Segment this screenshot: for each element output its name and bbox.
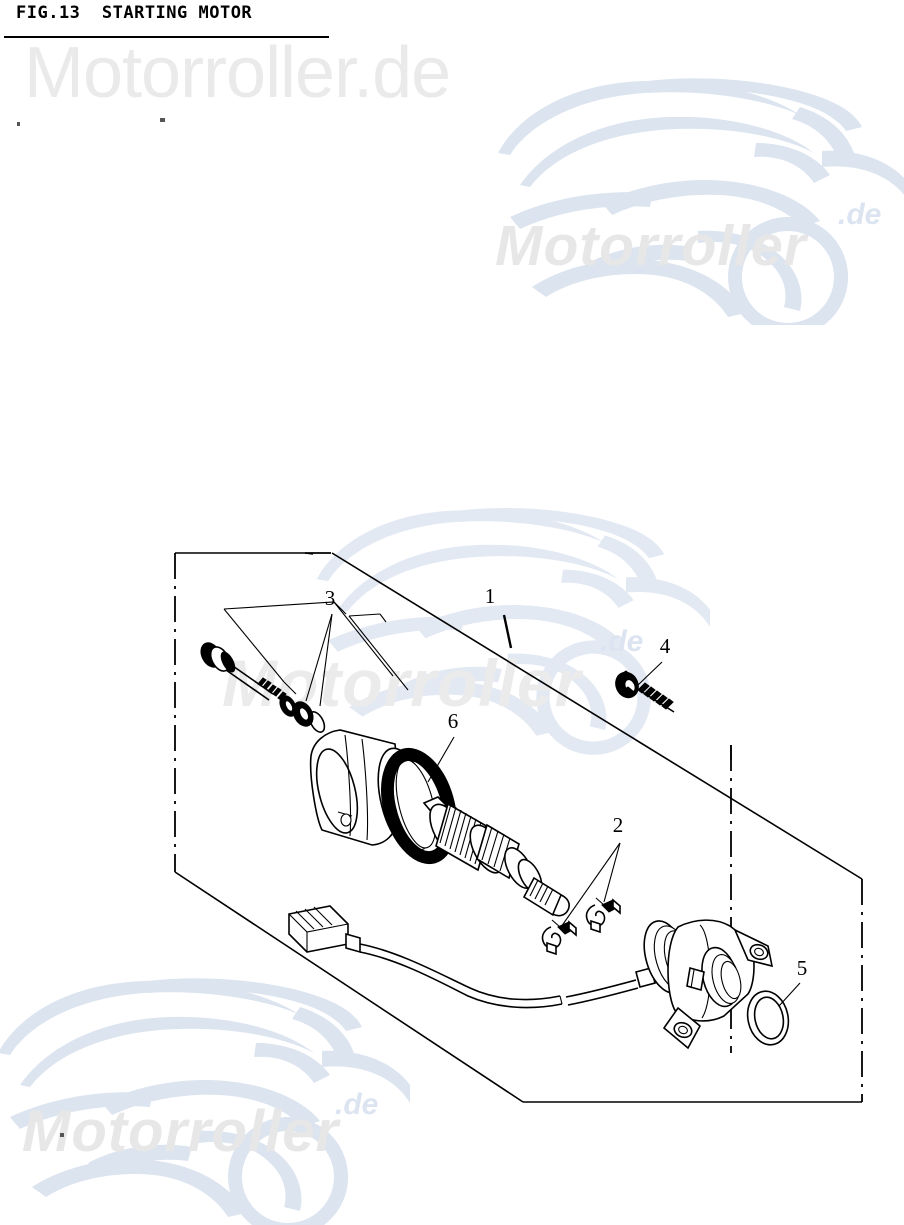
part3-construction-lines xyxy=(223,601,409,695)
parts-diagram-page: Motorroller.de Motorroller .de Motorro xyxy=(0,3,904,1225)
callout-leader-lines xyxy=(305,613,801,1007)
assembly-frame xyxy=(174,552,863,1103)
callout-labels: 1 2 3 4 5 6 xyxy=(325,584,808,980)
callout-3: 3 xyxy=(325,586,336,610)
wire-connector xyxy=(288,905,361,954)
brush-holder-b xyxy=(585,897,621,934)
callout-2: 2 xyxy=(613,813,624,837)
callout-4: 4 xyxy=(660,634,671,658)
armature-assembly xyxy=(422,796,570,917)
brush-holder-a xyxy=(541,919,577,956)
flange-bolt-part4 xyxy=(615,670,675,713)
motor-power-cable xyxy=(359,943,695,1009)
o-ring-part5 xyxy=(746,990,790,1046)
through-bolt xyxy=(200,642,326,733)
end-cap-bracket xyxy=(643,919,774,1050)
figure-title: FIG.13 STARTING MOTOR xyxy=(16,3,253,23)
callout-1: 1 xyxy=(485,584,496,608)
title-underline xyxy=(4,36,329,38)
callout-6: 6 xyxy=(448,709,459,733)
callout-5: 5 xyxy=(797,956,808,980)
exploded-parts-diagram: .ln { fill:none; stroke:#000; stroke-wid… xyxy=(17,118,863,1137)
motor-yoke-housing xyxy=(309,729,437,853)
scan-artifacts xyxy=(17,118,165,1137)
